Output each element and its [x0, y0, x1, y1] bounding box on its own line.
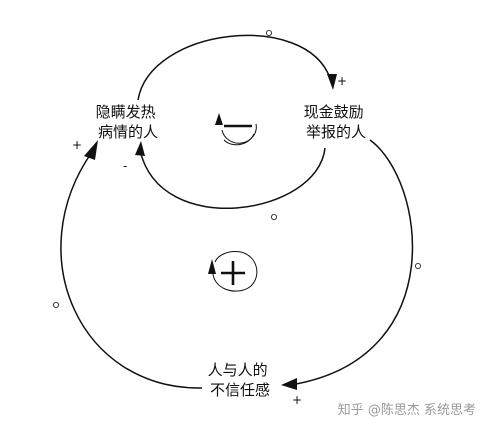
node-distrust-line1: 人与人的	[208, 361, 268, 379]
watermark: 知乎 @陈思杰 系统思考	[338, 402, 476, 418]
arrowhead-at-reward	[327, 74, 337, 90]
node-reward-line2: 举报的人	[306, 123, 366, 141]
node-concealing-line1: 隐瞒发热	[96, 103, 156, 121]
node-reward-line1: 现金鼓励	[304, 103, 364, 121]
sign-reward-to-distrust: +	[292, 393, 302, 407]
node-concealing-illness: 隐瞒发热 病情的人	[96, 103, 161, 141]
node-distrust: 人与人的 不信任感	[208, 361, 273, 399]
link-concealing-to-reward	[137, 34, 331, 101]
link-dot	[265, 29, 272, 36]
balancing-loop-icon	[215, 113, 257, 146]
sign-reward-to-concealing: -	[123, 159, 127, 173]
link-dot	[53, 301, 60, 308]
link-reward-to-concealing	[139, 147, 326, 210]
link-dot	[270, 213, 277, 220]
link-reward-to-distrust	[295, 139, 414, 385]
arrowhead-at-concealing-inner	[135, 141, 145, 156]
node-reward-reporting: 现金鼓励 举报的人	[304, 103, 369, 141]
sign-distrust-to-concealing: +	[72, 138, 82, 152]
arrowhead-at-concealing-outer	[84, 140, 98, 160]
link-distrust-to-concealing	[60, 151, 203, 389]
node-distrust-line2: 不信任感	[210, 381, 270, 399]
arrowhead-at-distrust	[281, 378, 297, 390]
reinforcing-loop-icon	[208, 251, 258, 292]
sign-concealing-to-reward: +	[337, 74, 347, 88]
node-concealing-line2: 病情的人	[98, 123, 158, 141]
link-dot	[414, 262, 421, 269]
